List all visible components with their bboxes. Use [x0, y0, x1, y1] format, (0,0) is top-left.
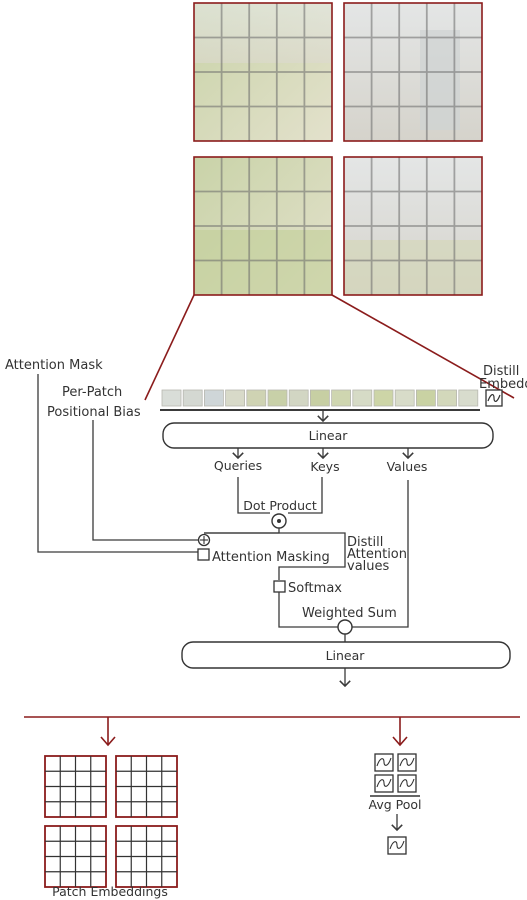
patch-token: [352, 389, 373, 407]
patch-token: [161, 389, 182, 407]
distill-embedding-token: [485, 389, 503, 407]
patch-token: [309, 389, 330, 407]
zoom-line-right: [331, 294, 515, 399]
patch-embedding-grid: [115, 755, 178, 818]
distill-attention-values-label: Distill Attention values: [347, 535, 411, 574]
patch-embedding-grid: [44, 825, 107, 888]
patch-token: [458, 389, 479, 407]
dot-product-label: Dot Product: [243, 498, 317, 513]
patch-token: [331, 389, 352, 407]
patch-embeddings-grids: [44, 755, 178, 888]
patch-embedding-grid: [44, 755, 107, 818]
arrow-to-avg-pool: [392, 736, 408, 747]
softmax-label: Softmax: [288, 581, 342, 596]
per-patch-bias-label: Per-Patch Positional Bias: [47, 385, 141, 420]
wire-attention-mask: [37, 374, 198, 553]
patch-token: [394, 389, 415, 407]
linear-bottom-block: Linear: [181, 641, 511, 669]
attention-masking-outline: [204, 532, 346, 580]
linear-top-label: Linear: [309, 428, 349, 443]
pooled-distill-token: [387, 836, 407, 855]
per-patch-bias-line1: Per-Patch: [62, 385, 122, 400]
softmax-node: [273, 580, 286, 593]
image-quadrant-top-left: [193, 2, 333, 142]
linear-top-block: Linear: [162, 422, 494, 449]
per-patch-bias-line2: Positional Bias: [47, 405, 141, 420]
image-quadrant-bottom-left: [193, 156, 333, 296]
distill-token-4: [397, 774, 417, 793]
wire-queries-dot: [237, 477, 270, 514]
distill-attention-line1: Distill: [347, 535, 383, 550]
wire-softmax-weighted-sum: [278, 592, 338, 628]
zoom-line-left: [144, 294, 195, 401]
patch-token: [203, 389, 224, 407]
patch-token: [415, 389, 436, 407]
distill-token-2: [397, 753, 417, 772]
add-node: [197, 533, 211, 547]
patch-token: [225, 389, 246, 407]
patch-token-row: [161, 389, 479, 407]
input-image-quadrants: [193, 2, 483, 296]
distill-attention-line2: Attention: [347, 547, 407, 562]
distill-token-3: [374, 774, 394, 793]
image-quadrant-top-right: [343, 2, 483, 142]
distill-token-1: [374, 753, 394, 772]
avg-pool-label: Avg Pool: [369, 797, 422, 812]
linear-bottom-label: Linear: [326, 648, 366, 663]
patch-embedding-grid: [115, 825, 178, 888]
dot-product-node: [271, 513, 287, 529]
attention-masking-node: [197, 548, 210, 561]
distill-embedding-line2: Embedding: [479, 377, 527, 392]
patch-embeddings-label: Patch Embeddings: [52, 884, 168, 899]
weighted-sum-node: [337, 619, 353, 635]
weighted-sum-label: Weighted Sum: [302, 606, 397, 621]
distill-token-stack: [374, 753, 417, 793]
values-label: Values: [387, 459, 428, 474]
wire-values-weighted-sum: [352, 480, 409, 628]
patch-token: [182, 389, 203, 407]
image-quadrant-bottom-right: [343, 156, 483, 296]
distill-embedding-label: Distill Embedding: [479, 364, 527, 392]
attention-masking-label: Attention Masking: [212, 550, 330, 565]
wire-dot-to-add: [204, 528, 280, 534]
wire-positional-bias: [92, 420, 199, 541]
queries-label: Queries: [214, 458, 262, 473]
keys-label: Keys: [310, 459, 339, 474]
patch-token: [373, 389, 394, 407]
attention-mask-label: Attention Mask: [5, 358, 103, 373]
distill-embedding-line1: Distill: [483, 364, 519, 379]
patch-token: [246, 389, 267, 407]
distill-attention-line3: values: [347, 559, 390, 574]
patch-token: [437, 389, 458, 407]
patch-token: [288, 389, 309, 407]
patch-token: [267, 389, 288, 407]
wire-keys-dot: [288, 477, 323, 514]
arrow-to-patch-embeddings: [100, 736, 116, 747]
